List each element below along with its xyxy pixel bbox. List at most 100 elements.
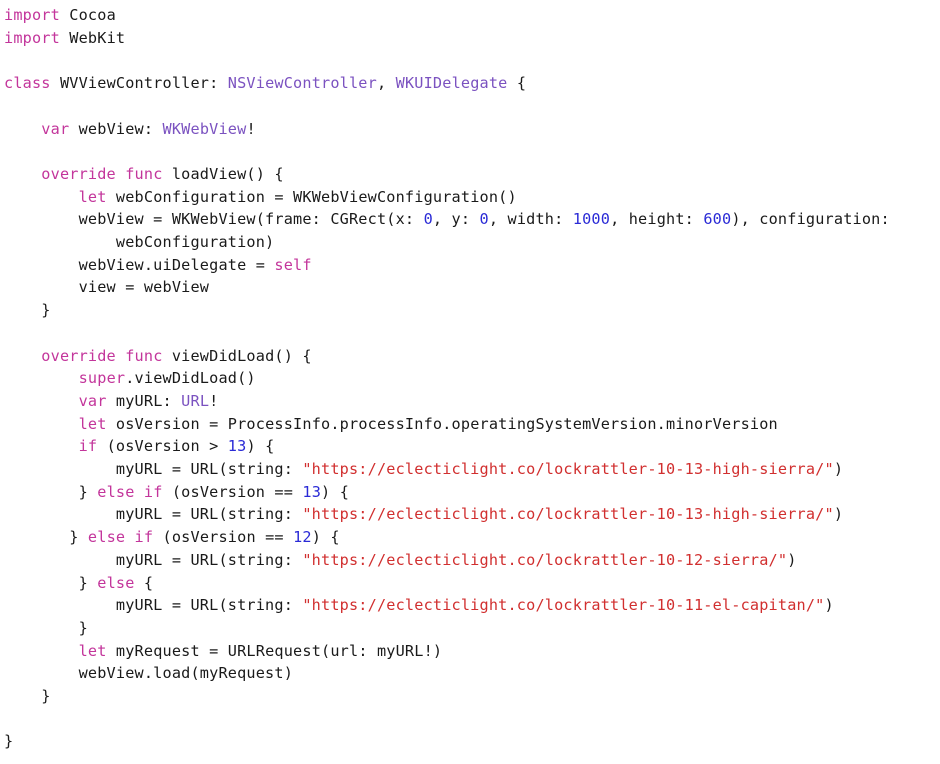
code-token-kw: var xyxy=(41,119,70,138)
code-token-plain xyxy=(116,347,125,365)
code-token-num: 0 xyxy=(423,210,433,229)
code-line[interactable]: webView = WKWebView(frame: CGRect(x: 0 , … xyxy=(4,208,890,231)
code-line[interactable] xyxy=(4,95,13,118)
code-token-plain xyxy=(4,165,41,183)
code-line[interactable]: myURL = URL(string: "https://eclecticlig… xyxy=(4,594,834,617)
code-line[interactable]: } xyxy=(4,299,51,322)
code-token-str: "https://eclecticlight.co/lockrattler-10… xyxy=(302,596,825,615)
code-token-num: 12 xyxy=(293,528,312,547)
code-token-plain: } xyxy=(4,618,88,637)
code-token-num: 13 xyxy=(227,437,247,456)
code-token-plain: { xyxy=(134,573,154,592)
code-token-type: WKWebView xyxy=(162,119,247,138)
code-token-str: "https://eclecticlight.co/lockrattler-10… xyxy=(302,460,834,478)
code-token-plain: webView = WKWebView(frame: CGRect(x: xyxy=(4,210,424,229)
code-token-plain xyxy=(4,392,79,410)
code-line[interactable]: view = webView xyxy=(4,276,209,299)
code-token-kw: super xyxy=(78,369,126,388)
code-token-num: 600 xyxy=(703,210,732,229)
code-token-plain xyxy=(4,347,41,365)
code-line[interactable] xyxy=(4,322,13,345)
code-line[interactable]: } xyxy=(4,730,13,753)
code-line[interactable]: super.viewDidLoad() xyxy=(4,367,256,390)
code-token-plain xyxy=(125,528,134,546)
code-line[interactable]: } else if (osVersion == 13) { xyxy=(4,481,349,504)
code-line[interactable]: var myURL: URL! xyxy=(4,390,219,413)
code-token-plain: view = webView xyxy=(4,278,210,297)
code-line[interactable] xyxy=(4,140,13,163)
code-line[interactable]: myURL = URL(string: "https://eclecticlig… xyxy=(4,549,797,572)
code-token-plain: webView.uiDelegate = xyxy=(4,255,275,274)
code-token-plain: ) xyxy=(787,550,797,569)
code-token-plain xyxy=(135,483,144,501)
code-token-plain: viewDidLoad() { xyxy=(162,346,312,365)
code-token-kw: override xyxy=(41,346,116,365)
code-line[interactable]: } xyxy=(4,685,51,708)
code-token-plain xyxy=(116,165,125,183)
code-token-plain: ) xyxy=(833,460,844,478)
code-token-plain: } xyxy=(4,573,98,592)
code-token-plain: myURL = URL(string: xyxy=(4,550,303,569)
code-line[interactable]: override func loadView() { xyxy=(4,163,284,186)
code-line[interactable]: let osVersion = ProcessInfo.processInfo.… xyxy=(4,413,778,436)
code-token-plain: } xyxy=(4,482,98,501)
code-token-plain: } xyxy=(4,301,51,320)
code-token-plain: webView.load(myRequest) xyxy=(4,664,294,683)
code-token-plain: ) { xyxy=(246,437,275,456)
code-token-kw: let xyxy=(78,414,107,433)
code-line[interactable] xyxy=(4,49,13,72)
code-token-plain: .viewDidLoad() xyxy=(125,369,256,388)
code-token-plain: (osVersion == xyxy=(162,482,303,501)
code-token-plain: ), configuration: xyxy=(731,210,890,229)
code-token-plain: loadView() { xyxy=(162,164,284,183)
code-token-plain xyxy=(4,437,79,455)
code-token-plain: , xyxy=(376,74,396,93)
code-token-plain: ! xyxy=(246,119,256,138)
code-token-plain xyxy=(4,415,79,433)
code-token-str: "https://eclecticlight.co/lockrattler-10… xyxy=(302,505,834,524)
code-line[interactable]: let webConfiguration = WKWebViewConfigur… xyxy=(4,186,517,209)
code-token-plain: osVersion = ProcessInfo.processInfo.oper… xyxy=(106,414,778,433)
code-token-plain: WVViewController: xyxy=(50,74,228,93)
code-line[interactable]: } xyxy=(4,617,88,640)
code-line[interactable]: myURL = URL(string: "https://eclecticlig… xyxy=(4,503,843,526)
code-token-plain xyxy=(4,642,79,660)
code-line[interactable] xyxy=(4,708,13,731)
code-token-kw: func xyxy=(125,164,163,183)
code-line[interactable]: myURL = URL(string: "https://eclecticlig… xyxy=(4,458,843,481)
code-token-plain: ) { xyxy=(321,482,350,501)
code-line[interactable]: } else { xyxy=(4,572,153,595)
code-line[interactable]: override func viewDidLoad() { xyxy=(4,345,312,368)
code-token-plain xyxy=(4,188,79,206)
code-line[interactable]: var webView: WKWebView! xyxy=(4,118,256,141)
code-token-plain: myURL = URL(string: xyxy=(4,505,303,524)
code-token-kw: import xyxy=(4,28,60,47)
code-token-plain: } xyxy=(4,687,51,705)
code-line[interactable]: webConfiguration) xyxy=(4,231,274,254)
code-token-plain: myURL: xyxy=(106,391,182,410)
code-token-plain: ) { xyxy=(311,528,340,547)
code-line[interactable]: import WebKit xyxy=(4,27,125,50)
code-token-num: 1000 xyxy=(572,210,611,229)
code-token-plain: { xyxy=(507,74,527,93)
code-token-num: 13 xyxy=(302,482,322,501)
code-token-kw: else xyxy=(87,528,126,547)
code-token-kw: import xyxy=(4,6,60,24)
code-line[interactable]: import Cocoa xyxy=(4,4,116,27)
code-token-plain: , width: xyxy=(488,210,573,229)
code-token-plain: Cocoa xyxy=(59,6,116,24)
code-line[interactable]: let myRequest = URLRequest(url: myURL!) xyxy=(4,640,442,663)
code-token-plain: myURL = URL(string: xyxy=(4,596,303,615)
code-token-kw: else xyxy=(97,573,135,592)
code-token-type: URL xyxy=(181,391,210,410)
code-token-kw: if xyxy=(143,482,163,501)
code-line[interactable]: webView.load(myRequest) xyxy=(4,662,293,685)
code-line[interactable]: } else if (osVersion == 12) { xyxy=(4,526,340,549)
code-token-plain: WebKit xyxy=(59,28,126,47)
code-line[interactable]: class WVViewController: NSViewController… xyxy=(4,72,526,95)
code-line[interactable]: if (osVersion > 13) { xyxy=(4,435,275,458)
code-token-plain: , height: xyxy=(610,210,704,229)
code-line[interactable]: webView.uiDelegate = self xyxy=(4,254,312,277)
code-token-str: "https://eclecticlight.co/lockrattler-10… xyxy=(302,550,788,569)
